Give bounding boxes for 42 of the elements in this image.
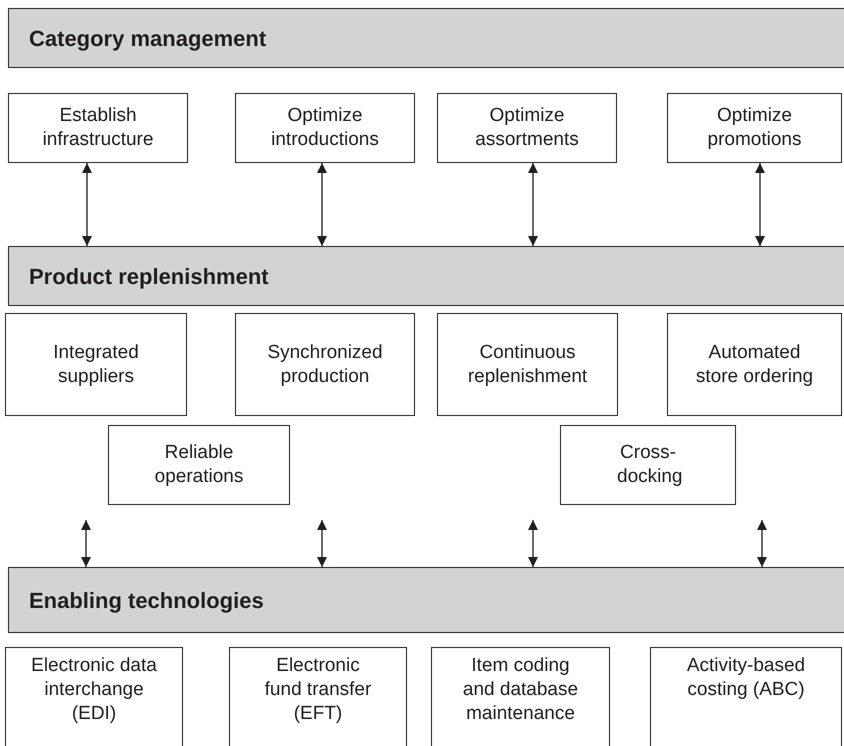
double-arrow: [317, 520, 327, 567]
box-text: Optimize assortments: [474, 104, 580, 152]
process-box: [5, 647, 183, 746]
layer-band: [8, 567, 844, 633]
process-box: [667, 93, 842, 163]
box-text: Item coding and database maintenance: [462, 654, 580, 726]
process-box: [650, 647, 842, 746]
process-box: [8, 93, 188, 163]
double-arrow: [755, 163, 765, 246]
box-text: Integrated suppliers: [52, 340, 140, 388]
process-box: [108, 425, 290, 505]
process-box: [229, 647, 407, 746]
band-heading: Product replenishment: [29, 262, 269, 291]
box-text: Optimize promotions: [706, 104, 802, 152]
process-box: [437, 313, 618, 416]
process-box: [560, 425, 736, 505]
double-arrow: [82, 163, 92, 246]
process-box: [437, 93, 617, 163]
process-box: [235, 93, 415, 163]
box-text: Electronic fund transfer (EFT): [264, 654, 372, 726]
process-box: [431, 647, 610, 746]
double-arrow: [81, 520, 91, 567]
process-box: [5, 313, 187, 416]
double-arrow: [317, 163, 327, 246]
layer-band: [8, 8, 844, 68]
band-heading: Category management: [29, 24, 266, 53]
box-text: Electronic data interchange (EDI): [30, 654, 158, 726]
box-text: Automated store ordering: [694, 340, 814, 388]
box-text: Optimize introductions: [270, 104, 380, 152]
double-arrow: [757, 520, 767, 567]
box-text: Reliable operations: [154, 441, 244, 489]
band-heading: Enabling technologies: [29, 586, 264, 615]
layer-band: [8, 246, 844, 306]
box-text: Synchronized production: [266, 340, 384, 388]
double-arrow: [528, 520, 538, 567]
box-text: Continuous replenishment: [466, 340, 588, 388]
process-box: [235, 313, 415, 416]
process-box: [667, 313, 842, 416]
double-arrow: [528, 163, 538, 246]
box-text: Establish infrastructure: [42, 104, 154, 152]
box-text: Activity-based costing (ABC): [686, 654, 806, 702]
box-text: Cross-docking: [616, 441, 683, 489]
